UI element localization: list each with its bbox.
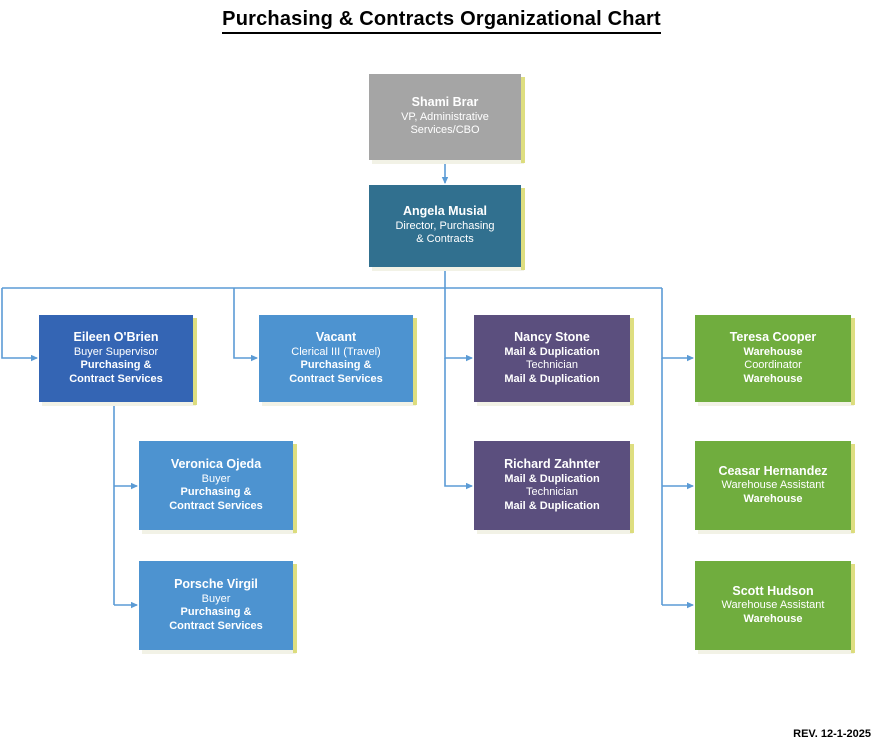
- node-detail-line: Contract Services: [289, 372, 383, 385]
- node-detail-line: Buyer: [201, 592, 231, 605]
- node-name: Richard Zahnter: [504, 457, 600, 471]
- node-detail-line: Technician: [526, 359, 578, 371]
- node-detail-line: Warehouse: [743, 492, 803, 505]
- node-name: Ceasar Hernandez: [718, 463, 828, 478]
- node-detail-line: Purchasing &: [180, 486, 252, 498]
- node-detail-line: Mail & Duplication: [504, 345, 600, 358]
- node-detail-line: Mail & Duplication: [504, 372, 600, 385]
- node-detail-line: Coordinator: [744, 359, 802, 371]
- node-detail-line: Technician: [526, 486, 578, 498]
- node-detail-line: Buyer: [201, 472, 231, 485]
- edge-to-eileen: [1, 288, 38, 362]
- node-name: Teresa Cooper: [729, 330, 817, 344]
- node-name: Porsche Virgil: [174, 577, 258, 591]
- node-detail-line: & Contracts: [416, 233, 474, 246]
- node-detail-line: Contract Services: [169, 619, 263, 632]
- edge-to-nancy: [444, 288, 473, 362]
- node-detail-line: Clerical III (Travel): [291, 345, 381, 358]
- edge-to-vacant: [233, 288, 258, 362]
- node-detail-line: VP, Administrative: [401, 110, 489, 123]
- node-detail-line: Warehouse: [743, 345, 803, 358]
- node-detail-line: Director, Purchasing: [395, 219, 495, 232]
- node-name: Nancy Stone: [514, 330, 590, 344]
- edge-to-richard: [444, 358, 473, 490]
- page-title-text: Purchasing & Contracts Organizational Ch…: [222, 8, 661, 34]
- node-detail-line: Warehouse: [743, 612, 803, 625]
- node-name: Shami Brar: [411, 95, 479, 110]
- node-detail-line: Contract Services: [169, 499, 263, 512]
- node-detail-line: Purchasing &: [300, 359, 372, 371]
- node-detail-line: Mail & Duplication: [504, 499, 600, 512]
- node-detail-line: Mail & Duplication: [504, 472, 600, 485]
- node-detail-line: Purchasing &: [80, 359, 152, 371]
- revision-label: REV. 12-1-2025: [793, 728, 871, 740]
- node-detail-line: Purchasing &: [180, 606, 252, 618]
- page-title: Purchasing & Contracts Organizational Ch…: [0, 8, 883, 34]
- node-detail-line: Contract Services: [69, 372, 163, 385]
- node-name: Eileen O'Brien: [73, 330, 159, 344]
- node-detail-line: Services/CBO: [410, 124, 480, 137]
- node-name: Veronica Ojeda: [170, 457, 262, 471]
- node-detail-line: Buyer Supervisor: [73, 345, 159, 358]
- node-name: Scott Hudson: [732, 583, 814, 598]
- node-detail-line: Warehouse: [743, 372, 803, 385]
- edge-to-teresa: [661, 288, 694, 362]
- node-name: Angela Musial: [402, 204, 488, 219]
- node-detail-line: Warehouse Assistant: [721, 599, 825, 612]
- node-name: Vacant: [315, 330, 357, 344]
- node-detail-line: Warehouse Assistant: [721, 479, 825, 492]
